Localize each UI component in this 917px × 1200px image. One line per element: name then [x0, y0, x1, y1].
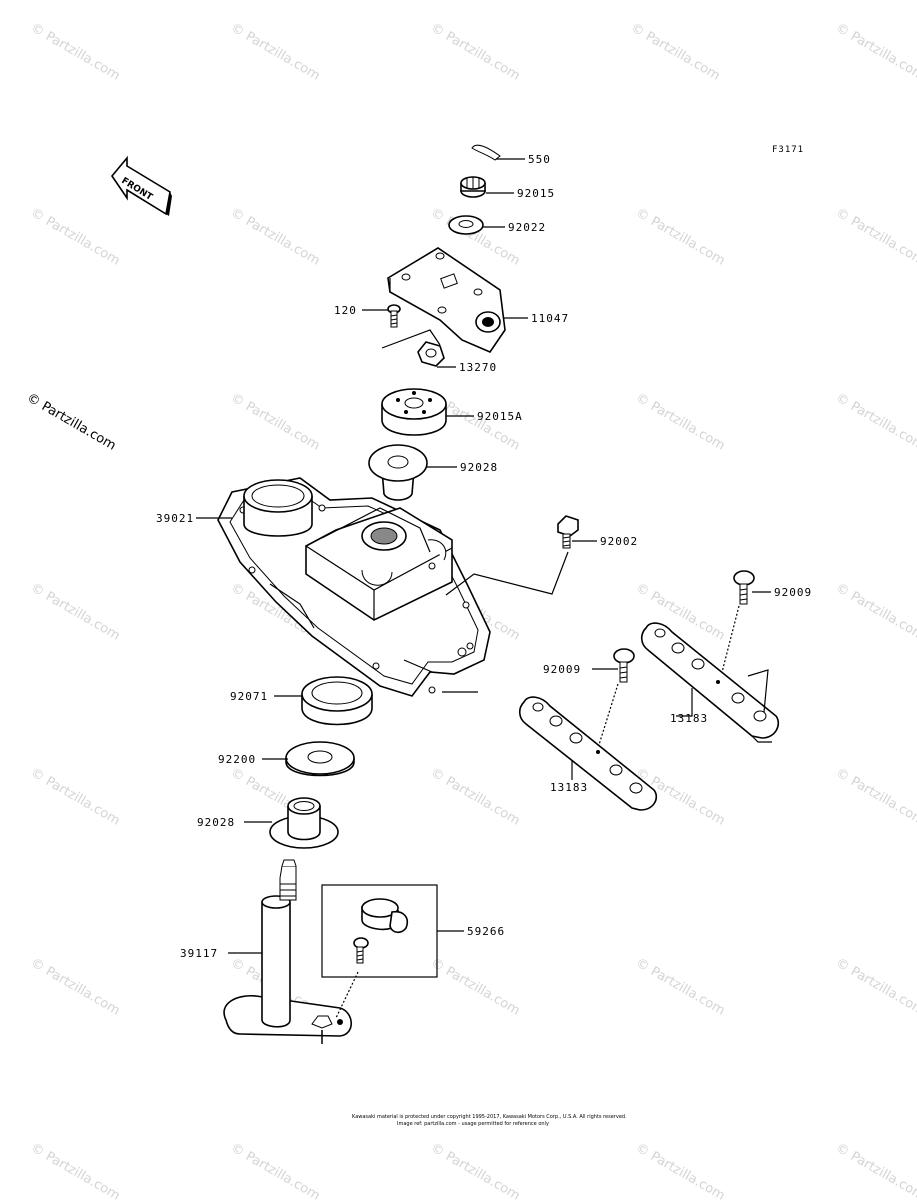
watermark-text: © Partzilla.com [633, 1140, 727, 1200]
watermark-text: © Partzilla.com [628, 20, 722, 83]
plate-guide-line [747, 669, 769, 713]
bolt-guide-line [381, 329, 441, 349]
side-watermark: © Partzilla.com [24, 390, 118, 453]
watermark-text: © Partzilla.com [228, 390, 322, 453]
copyright-line-2: Image ref: partzilla.com - usage permitt… [397, 1121, 549, 1127]
part-label-92071: 92071 [230, 690, 268, 703]
copyright-line-1: Kawasaki material is protected under cop… [352, 1114, 627, 1120]
steering-shaft-icon [223, 859, 353, 1044]
collar-icon [269, 797, 339, 849]
part-label-39021: 39021 [156, 512, 194, 525]
bracket-icon [387, 247, 506, 353]
part-label-92009-left: 92009 [543, 663, 581, 676]
oil-seal-icon [301, 676, 373, 726]
shaft-guide-line [335, 971, 359, 1019]
screw-guide-line [597, 683, 619, 749]
plate-icon [640, 622, 780, 743]
part-label-13183-left: 13183 [550, 781, 588, 794]
watermark-text: © Partzilla.com [28, 580, 122, 643]
plate-icon [518, 696, 658, 811]
watermark-text: © Partzilla.com [28, 205, 122, 268]
watermark-text: © Partzilla.com [28, 20, 122, 83]
watermark-text: © Partzilla.com [228, 20, 322, 83]
watermark-text: © Partzilla.com [833, 955, 917, 1018]
watermark-text: © Partzilla.com [228, 1140, 322, 1200]
kit-box [321, 884, 438, 978]
part-label-13183-right: 13183 [670, 712, 708, 725]
watermark-text: © Partzilla.com [633, 205, 727, 268]
watermark-text: © Partzilla.com [833, 765, 917, 828]
watermark-text: © Partzilla.com [833, 20, 917, 83]
castle-nut-icon [460, 176, 486, 198]
watermark-text: © Partzilla.com [833, 390, 917, 453]
part-label-92015a: 92015A [477, 410, 523, 423]
part-label-92022: 92022 [508, 221, 546, 234]
watermark-text: © Partzilla.com [833, 580, 917, 643]
part-label-39117: 39117 [180, 947, 218, 960]
cotter-pin-icon [471, 144, 501, 161]
watermark-text: © Partzilla.com [428, 765, 522, 828]
watermark-text: © Partzilla.com [28, 765, 122, 828]
watermark-text: © Partzilla.com [228, 205, 322, 268]
part-label-92002: 92002 [600, 535, 638, 548]
front-arrow-icon: FRONT [110, 155, 172, 216]
nut-icon [417, 341, 445, 367]
watermark-text: © Partzilla.com [28, 955, 122, 1018]
screw-icon [733, 570, 755, 605]
flange-bolt-icon [557, 515, 579, 549]
part-label-92015: 92015 [517, 187, 555, 200]
watermark-text: © Partzilla.com [833, 1140, 917, 1200]
screw-icon [613, 648, 635, 683]
part-label-92028-bottom: 92028 [197, 816, 235, 829]
bushing-icon [381, 388, 447, 436]
watermark-text: © Partzilla.com [833, 205, 917, 268]
watermark-text: © Partzilla.com [633, 955, 727, 1018]
part-label-92009-right: 92009 [774, 586, 812, 599]
watermark-text: © Partzilla.com [428, 20, 522, 83]
steering-housing-icon [217, 477, 491, 697]
figure-code: F3171 [772, 145, 804, 155]
part-label-13270: 13270 [459, 361, 497, 374]
part-label-59266: 59266 [467, 925, 505, 938]
collar-icon [368, 444, 428, 501]
part-label-120: 120 [334, 304, 357, 317]
flat-washer-icon [285, 741, 355, 777]
part-label-92200: 92200 [218, 753, 256, 766]
watermark-text: © Partzilla.com [428, 1140, 522, 1200]
watermark-text: © Partzilla.com [28, 1140, 122, 1200]
washer-icon [448, 215, 484, 235]
screw-guide-line [719, 605, 740, 681]
housing-guide-line [445, 551, 569, 596]
part-label-92028-top: 92028 [460, 461, 498, 474]
watermark-text: © Partzilla.com [633, 390, 727, 453]
part-label-11047: 11047 [531, 312, 569, 325]
leader-13183-right [676, 688, 693, 717]
part-label-550: 550 [528, 153, 551, 166]
bolt-icon [387, 304, 401, 328]
watermark-text: © Partzilla.com [428, 955, 522, 1018]
